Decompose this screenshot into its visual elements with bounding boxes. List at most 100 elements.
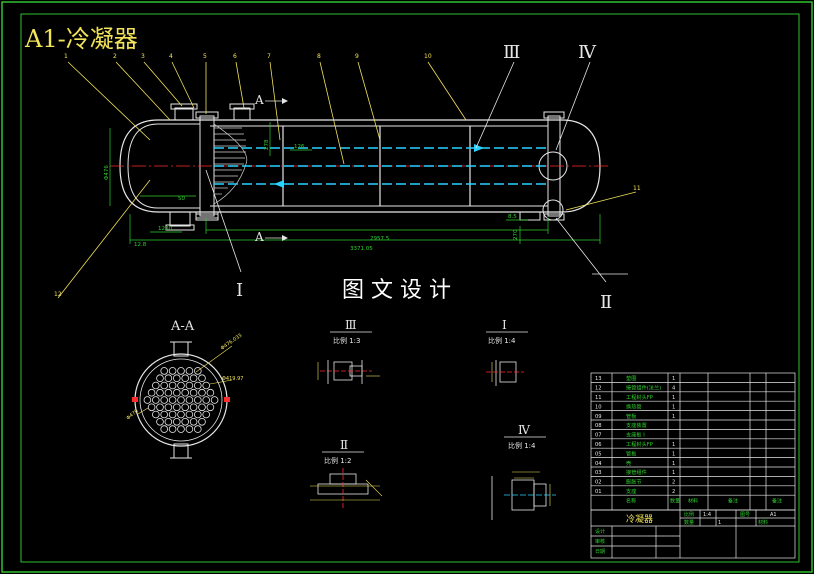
detail-iv-scale: 比例 1:4 <box>508 441 536 450</box>
dim-inlet: 50 <box>178 196 185 202</box>
tube-hole <box>189 388 198 397</box>
tube-hole <box>185 425 194 433</box>
detail-iii-id: Ⅲ <box>345 318 357 332</box>
detail-ii: Ⅱ 比例 1:2 <box>310 438 383 510</box>
section-aa-view: A-A Φ476.033 Φ419.97 Φ476 <box>125 319 243 459</box>
tube-hole <box>177 410 185 419</box>
balloon-8: 8 <box>317 53 321 60</box>
bom-row-name: 工程封头FP <box>626 440 653 448</box>
tube-hole <box>181 403 190 412</box>
left-flange <box>195 111 219 119</box>
tube-hole <box>206 403 215 412</box>
flow-arrow-right <box>474 144 484 152</box>
dim-n1: 278 <box>264 139 270 150</box>
tube-hole <box>202 396 211 404</box>
bom-header-cell: 备注 <box>772 497 782 504</box>
tubesheet-hatch <box>213 123 248 205</box>
tb-r3: 日期 <box>595 549 605 555</box>
tb-qty-label: 数量 <box>684 519 694 526</box>
detail-i-id: Ⅰ <box>502 318 507 332</box>
dim-n3: 8.5 <box>508 214 517 220</box>
tube-hole <box>173 403 181 412</box>
balloon-12: 12 <box>54 291 62 298</box>
tube-hole <box>164 417 173 426</box>
bom-row-name: 支座装置 <box>626 421 647 429</box>
bom-row-name: 膨胀节 <box>626 478 642 486</box>
tube-hole <box>143 396 152 404</box>
detail-circle-ii <box>542 199 564 221</box>
tube-hole <box>189 374 198 383</box>
aa-dim2: Φ419.97 <box>222 376 243 382</box>
tube-hole <box>168 367 177 375</box>
bom-row-no: 02 <box>595 480 602 486</box>
tb-qty: 1 <box>718 520 721 526</box>
bom-row-no: 11 <box>595 395 602 401</box>
tube-hole <box>185 410 194 419</box>
bom-row-qty: 1 <box>672 414 675 420</box>
bom-row-name: 管板 <box>626 412 637 420</box>
bom-row-name: 工程封头FP <box>626 393 653 401</box>
bom-row-qty: 2 <box>672 489 675 495</box>
tube-hole <box>194 381 202 390</box>
bom-row-no: 06 <box>595 442 602 448</box>
title-block-text: 冷凝器 比例 1:4 图号 A1 数量 1 材料 设计 审核 日期 <box>595 511 777 555</box>
shell-outline <box>119 119 601 213</box>
title-block <box>590 509 796 559</box>
tb-name: 冷凝器 <box>626 513 653 525</box>
tb-scale-label: 比例 <box>684 511 694 518</box>
dim-left: 1200 <box>158 226 172 232</box>
bom-row-no: 07 <box>595 433 602 439</box>
tube-bundle <box>110 144 610 188</box>
balloon-2: 2 <box>113 53 117 60</box>
nozzle-bottom-left-flange <box>165 224 195 231</box>
tube-hole <box>206 388 215 397</box>
dim-n2: 12.8 <box>134 242 147 248</box>
detail-iv-id: Ⅳ <box>518 423 531 437</box>
dim-dia: Φ476 <box>104 165 110 180</box>
tube-hole <box>152 410 160 419</box>
flow-arrow-left <box>274 180 284 188</box>
tube-hole <box>164 374 173 383</box>
bom-row-name: 接管组件 <box>626 468 647 476</box>
tube-hole <box>202 410 211 419</box>
bom-row-name: 支座 <box>626 487 636 495</box>
inner-frame <box>20 13 800 563</box>
balloon-5: 5 <box>203 53 207 60</box>
tube-hole <box>198 417 206 426</box>
bom-row-qty: 1 <box>672 404 675 410</box>
tube-hole <box>185 381 194 390</box>
balloon-labels: 1 2 3 4 5 6 7 8 9 10 11 12 <box>54 53 641 298</box>
bom-row-no: 09 <box>595 414 602 420</box>
dimensions <box>109 122 601 244</box>
tube-hole <box>147 388 156 397</box>
bom-row-qty: 4 <box>672 386 676 392</box>
bom-row-name: 换热管 <box>626 402 642 410</box>
tube-hole <box>189 403 198 412</box>
section-aa-label: A-A <box>170 319 195 334</box>
tube-hole <box>202 381 211 390</box>
aa-inner-ring <box>139 358 223 442</box>
tube-hole <box>156 403 164 412</box>
drawing-title: A1-冷凝器 <box>24 25 138 53</box>
bom-row-no: 10 <box>595 404 602 410</box>
tube-hole <box>173 417 181 426</box>
bom-row-no: 04 <box>595 461 602 467</box>
nozzle-top-left-flange <box>170 103 198 110</box>
tube-hole <box>164 388 173 397</box>
bom-row-name: 接管组件(法兰) <box>626 384 661 392</box>
section-marks: A A Ⅰ Ⅱ Ⅲ Ⅳ <box>236 42 612 313</box>
bom-row-qty: 1 <box>672 470 675 476</box>
nozzle-bottom-left <box>169 211 191 227</box>
tube-hole <box>210 396 219 404</box>
tube-hole <box>181 374 190 383</box>
aa-tube-grid <box>143 367 219 433</box>
watermark-text: 图 文 设 计 <box>342 278 451 303</box>
tube-hole <box>189 417 198 426</box>
tube-hole <box>156 388 164 397</box>
bom-row-qty: 2 <box>672 480 675 486</box>
balloon-7: 7 <box>267 53 271 60</box>
balloon-4: 4 <box>169 53 173 60</box>
dim-right: 270 <box>513 229 519 240</box>
tube-hole <box>160 396 169 404</box>
